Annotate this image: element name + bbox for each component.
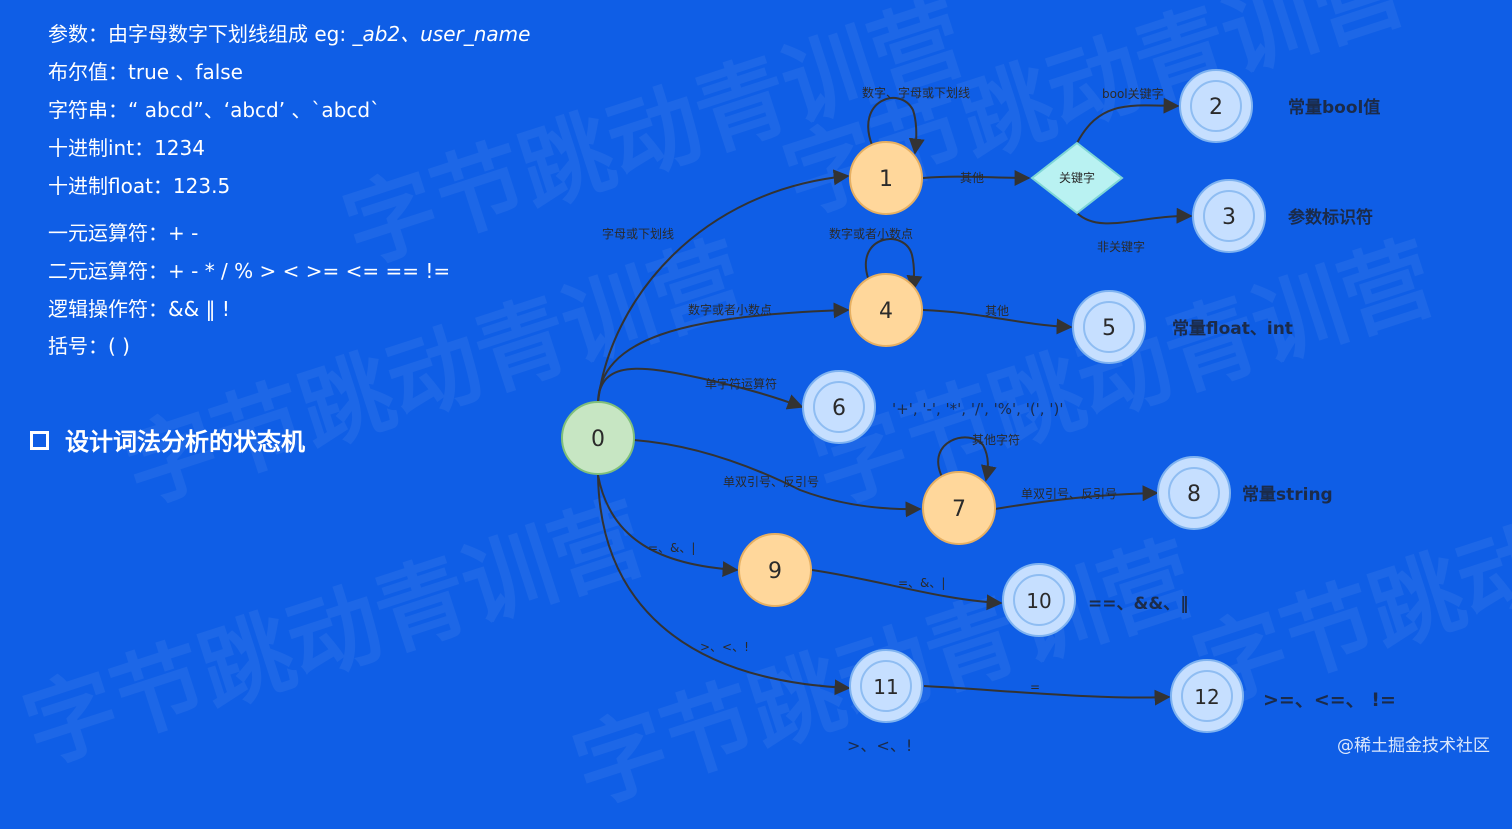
outcome-compare-single: >、<、!	[847, 736, 912, 755]
edge-label: 单双引号、反引号	[723, 475, 819, 489]
state-label: 7	[952, 497, 966, 522]
edge-label: 数字或者小数点	[829, 226, 913, 241]
edge-label: 非关键字	[1097, 239, 1145, 254]
outcome-bool: 常量bool值	[1288, 97, 1380, 118]
rule-bool: 布尔值：true 、false	[48, 56, 243, 85]
rule-text: 一元运算符：+ -	[48, 221, 199, 245]
rule-brackets: 括号：( )	[48, 330, 130, 359]
state-4: 4	[849, 273, 923, 347]
edge-k-3	[1076, 207, 1193, 225]
state-9: 9	[738, 533, 812, 607]
rule-text: 布尔值：true 、false	[48, 60, 243, 84]
edge-11-12	[923, 685, 1171, 706]
state-label: 2	[1209, 95, 1223, 120]
edge-label: >、<、!	[700, 640, 749, 654]
state-nodes: 0 1 4 7 9 2	[561, 69, 1266, 733]
edge-label: bool关键字	[1102, 86, 1164, 101]
edge-7-8	[994, 485, 1159, 510]
rule-float: 十进制float：123.5	[48, 170, 230, 199]
rule-string: 字符串：“ abcd”、‘abcd’ 、`abcd`	[48, 94, 380, 123]
decision-diamond	[1030, 141, 1124, 215]
state-1: 1	[849, 141, 923, 215]
state-5: 5	[1072, 290, 1146, 364]
rule-text: 十进制float：123.5	[48, 174, 231, 198]
state-label: 8	[1187, 482, 1201, 507]
outcome-double-ops: ==、&&、‖	[1088, 594, 1189, 614]
edge-k-2	[1076, 97, 1180, 144]
state-12: 12	[1170, 659, 1244, 733]
edge-4-4-loop	[865, 238, 923, 292]
edge-1-1-loop	[867, 96, 925, 155]
section-heading: 设计词法分析的状态机	[30, 422, 305, 457]
decision-label: 关键字	[1059, 170, 1095, 185]
edge-label: 其他	[985, 304, 1009, 318]
edge-9-10	[811, 569, 1003, 611]
state-3: 3	[1192, 179, 1266, 253]
edge-label: 字母或下划线	[602, 226, 674, 241]
edges	[597, 96, 1193, 706]
edge-label: 数字或者小数点	[688, 302, 772, 317]
edge-0-4	[597, 302, 850, 403]
rule-text: 参数：由字母数字下划线组成 eg:	[48, 22, 353, 46]
edge-label: 单字符运算符	[705, 376, 777, 391]
rule-identifier: 参数：由字母数字下划线组成 eg: _ab2、user_name	[48, 18, 530, 47]
state-label: 3	[1222, 205, 1236, 230]
state-10: 10	[1002, 563, 1076, 637]
rule-unary-op: 一元运算符：+ -	[48, 217, 198, 246]
state-label: 12	[1194, 685, 1219, 709]
section-title: 设计词法分析的状态机	[65, 428, 305, 456]
state-0: 0	[561, 401, 635, 475]
state-8: 8	[1157, 456, 1231, 530]
edge-labels: 字母或下划线 数字、字母或下划线 其他 bool关键字 非关键字 数字或者小数点…	[602, 85, 1164, 694]
outcome-labels: 常量bool值 参数标识符 常量float、int '+', '-', '*',…	[847, 97, 1396, 755]
rule-text: 十进制int：1234	[48, 136, 205, 160]
state-label: 0	[591, 427, 605, 452]
state-machine-diagram: 字母或下划线 数字、字母或下划线 其他 bool关键字 非关键字 数字或者小数点…	[561, 69, 1396, 755]
state-label: 11	[873, 675, 898, 699]
rule-logic-op: 逻辑操作符：&& ‖ !	[48, 293, 230, 322]
edge-label: =、&、|	[648, 541, 695, 555]
state-7: 7	[922, 471, 996, 545]
state-11: 11	[849, 649, 923, 723]
edge-label: 其他	[960, 171, 984, 185]
outcome-single-char-ops: '+', '-', '*', '/', '%', '(', ')'	[892, 400, 1063, 418]
state-label: 4	[879, 299, 893, 324]
state-label: 9	[768, 559, 782, 584]
edge-label: =、&、|	[898, 576, 945, 590]
state-2: 2	[1179, 69, 1253, 143]
slide: 字节跳动青训营 字节跳动青训营 字节跳动青训营 字节跳动青训营 字节跳动青训营 …	[12, 0, 1512, 824]
edge-1-k	[922, 169, 1031, 186]
state-6: 6	[802, 370, 876, 444]
state-label: 1	[879, 167, 893, 192]
state-label: 5	[1102, 316, 1116, 341]
rule-text: 字符串：“ abcd”、‘abcd’ 、`abcd`	[48, 98, 381, 122]
square-bullet-icon	[30, 430, 49, 450]
edge-7-7-loop	[937, 436, 997, 482]
state-label: 6	[832, 396, 846, 421]
edge-label: 数字、字母或下划线	[862, 85, 970, 100]
edge-label: =	[1030, 680, 1040, 694]
edge-0-1	[597, 169, 850, 403]
outcome-number: 常量float、int	[1172, 318, 1293, 339]
rule-binary-op: 二元运算符：+ - * / % > < >= <= == !=	[48, 255, 450, 284]
edge-label: 单双引号、反引号	[1021, 487, 1117, 501]
edge-4-5	[922, 309, 1073, 335]
outcome-string: 常量string	[1242, 484, 1333, 505]
rule-text: 逻辑操作符：&& ‖ !	[48, 297, 230, 321]
state-label: 10	[1026, 589, 1051, 613]
outcome-identifier: 参数标识符	[1288, 207, 1373, 228]
rule-text: 括号：( )	[48, 334, 130, 358]
edge-0-7	[633, 439, 922, 518]
rule-int: 十进制int：1234	[48, 132, 205, 161]
rule-example: _ab2、user_name	[352, 22, 531, 46]
edge-0-6	[597, 367, 804, 410]
edge-0-9	[597, 474, 739, 578]
edge-label: 其他字符	[972, 432, 1020, 447]
decision-keyword: 关键字	[1030, 141, 1124, 215]
outcome-compare-double: >=、<=、 !=	[1263, 689, 1396, 711]
source-credit: @稀土掘金技术社区	[1337, 736, 1490, 756]
edge-0-11	[597, 474, 851, 696]
rule-text: 二元运算符：+ - * / % > < >= <= == !=	[48, 259, 451, 283]
